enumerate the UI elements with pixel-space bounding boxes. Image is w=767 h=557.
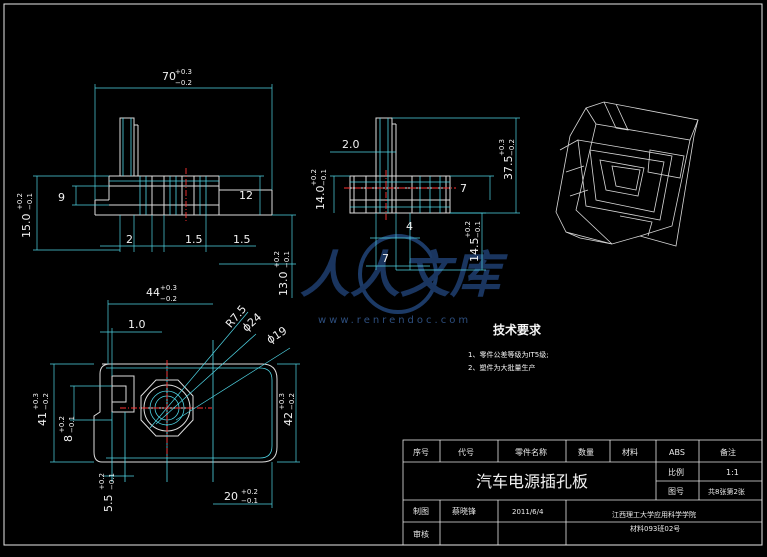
dim-13-tol-dn: −0.1 [283,251,291,268]
dim-1-5-a: 1.5 [185,233,203,246]
tb-date: 2011/6/4 [512,508,544,516]
dim-12: 12 [239,189,253,202]
tb-h-material: 材料 [622,447,638,457]
dim-13: 13.0 [277,272,290,297]
notes-line-2: 2、塑件为大批量生产 [468,363,535,372]
dim-2-0: 2.0 [342,138,360,151]
dim-14: 14.0 [314,186,327,211]
dim-14-5-tol-up: +0.2 [464,221,472,238]
dim-70-tol-up: +0.3 [175,68,192,76]
tb-h-qty: 数量 [578,447,594,457]
dim-phi19: ϕ19 [264,324,289,346]
sheet-border [3,3,763,546]
dim-42-tol-dn: −0.2 [288,393,296,410]
dim-4: 4 [406,220,413,233]
dim-9: 9 [58,191,65,204]
title-block: 序号 代号 零件名称 数量 材料 ABS 备注 汽车电源插孔板 比例 1:1 图… [402,439,763,546]
dim-20: 20 [224,490,238,503]
dim-42: 42 [282,412,295,426]
dim-7-right: 7 [460,182,467,195]
notes-title: 技术要求 [493,322,542,337]
watermark-brand: 人人文库 [300,246,508,304]
dim-44-tol-dn: −0.2 [160,295,177,303]
tb-part-name: 汽车电源插孔板 [476,472,588,491]
dim-70: 70 [162,70,176,83]
dim-14-tol-dn: −0.1 [320,169,328,186]
dim-15-tol-dn: −0.1 [26,193,34,210]
technical-requirements: 技术要求 1、零件公差等级为IT5级; 2、塑件为大批量生产 [468,322,549,372]
dim-41-tol-up: +0.3 [32,393,40,410]
tb-drawn-by: 蔡晓锋 [452,506,476,516]
dim-37-5-tol-up: +0.3 [498,139,506,156]
dim-13-tol-up: +0.2 [273,251,281,268]
dim-1-5-b: 1.5 [233,233,251,246]
dim-20-tol-up: +0.2 [241,488,258,496]
dim-44: 44 [146,286,160,299]
dim-44-tol-up: +0.3 [160,284,177,292]
dim-37-5: 37.5 [502,156,515,181]
notes-line-1: 1、零件公差等级为IT5级; [468,350,549,359]
dim-14-tol-up: +0.2 [310,169,318,186]
dim-70-tol-dn: −0.2 [175,79,192,87]
watermark: 人人文库 www.renrendoc.com [300,234,508,326]
tb-h-remark: 备注 [720,447,736,457]
dim-8: 8 [62,435,75,442]
tb-drawn-label: 制图 [413,506,429,516]
dim-5-5-tol-dn: −0.1 [108,473,116,490]
tb-scale: 1:1 [726,468,739,477]
dim-2: 2 [126,233,133,246]
tb-h-seq: 序号 [413,447,429,457]
dim-41-tol-dn: −0.2 [42,393,50,410]
dim-14-5: 14.5 [468,238,481,263]
tb-h-partname: 零件名称 [515,447,547,457]
dim-14-5-tol-dn: −0.1 [474,221,482,238]
dim-5-5: 5.5 [102,495,115,513]
dim-8-tol-dn: −0.1 [68,416,76,433]
watermark-url: www.renrendoc.com [318,315,471,326]
dim-42-tol-up: +0.3 [278,393,286,410]
top-view: 44 +0.3 −0.2 1.0 R7.5 ϕ24 ϕ19 41 +0.3 −0… [32,284,300,512]
side-view: 2.0 7 4 7 14.0 +0.2 −0.1 37.5 +0.3 −0.2 … [310,117,520,271]
tb-scale-label: 比例 [668,467,684,477]
tb-check-label: 审核 [413,529,429,539]
dim-20-tol-dn: −0.1 [241,497,258,505]
dim-7-bottom: 7 [382,252,389,265]
tb-sheet: 共8张第2张 [708,487,745,496]
isometric-view [555,101,699,247]
dim-15-tol-up: +0.2 [16,193,24,210]
tb-h-code: 代号 [458,447,474,457]
dim-1-0: 1.0 [128,318,146,331]
dim-8-tol-up: +0.2 [58,416,66,433]
front-view: 70 +0.3 −0.2 9 12 2 1.5 1.5 15.0 +0.2 −0… [16,68,296,298]
dim-41: 41 [36,412,49,426]
dim-37-5-tol-dn: −0.2 [508,139,516,156]
dim-15: 15.0 [20,214,33,239]
tb-h-abs: ABS [669,448,685,457]
tb-sheet-label: 图号 [668,487,684,496]
tb-school: 江西理工大学应用科学学院 [612,510,696,519]
dim-5-5-tol-up: +0.2 [98,473,106,490]
tb-class: 材料093班02号 [630,524,680,533]
